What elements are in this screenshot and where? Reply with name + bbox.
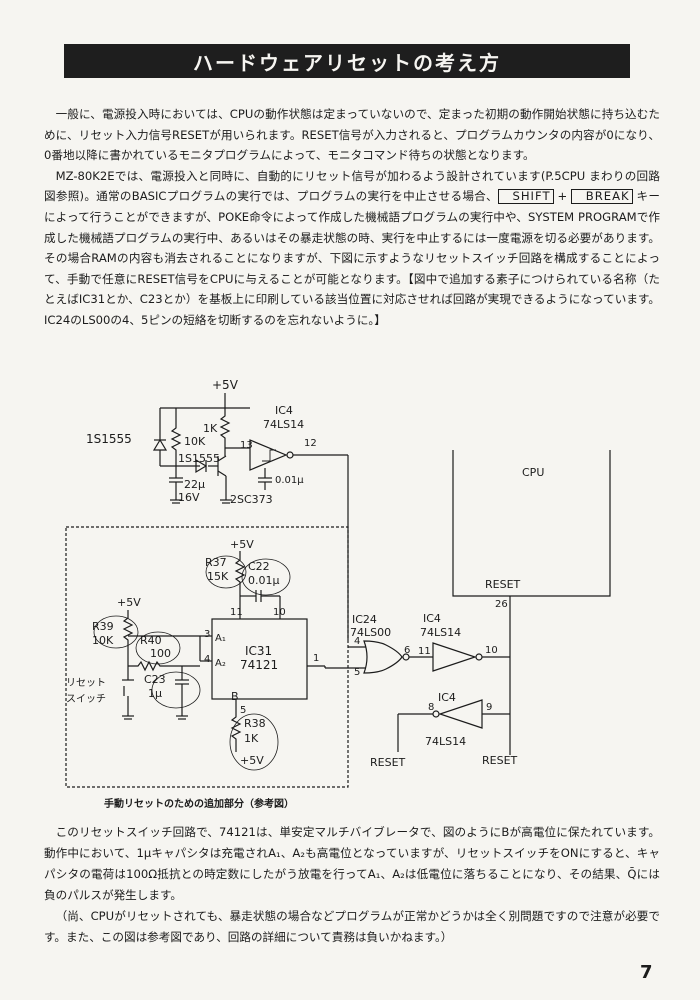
vcc-r39-label: +5V [117, 596, 141, 609]
ls14-bottom-label: 74LS14 [425, 735, 466, 748]
r38-value-label: 1K [244, 732, 259, 745]
inv-bot-pin9-label: 9 [486, 702, 492, 713]
nand-pin5-label: 5 [354, 667, 360, 678]
v16-label: 16V [178, 491, 200, 504]
break-key-label: BREAK [571, 189, 633, 205]
intro-paragraph-1: 一般に、電源投入時においては、CPUの動作状態は定まっていないので、定まった初期… [44, 107, 660, 163]
nand-pin6-label: 6 [404, 645, 410, 656]
intro-paragraph-2b: キーによって行うことができますが、POKE命令によって作成した機械語プログラムの… [44, 189, 660, 327]
switch-label-line2: スイッチ [66, 693, 106, 705]
nand-pin4-label: 4 [354, 636, 360, 647]
pin26-label: 26 [495, 599, 508, 610]
ic31-pin4-label: 4 [204, 654, 210, 665]
vcc-r37-label: +5V [230, 538, 254, 551]
a1-label: A₁ [215, 633, 226, 644]
reset-output-1-label: RESET [370, 756, 406, 769]
ic31-pin1-label: 1 [313, 653, 319, 664]
pin12-label: 12 [304, 438, 317, 449]
ls14-mid-label: 74LS14 [420, 626, 461, 639]
ls14-top-label: 74LS14 [263, 418, 304, 431]
ic31-type-label: 74121 [240, 658, 278, 672]
diagram-caption: 手動リセットのための追加部分（参考図） [104, 799, 294, 810]
c22-label: C22 [248, 560, 270, 573]
explanation-paragraph-1: このリセットスイッチ回路で、74121は、単安定マルチバイブレータで、図のように… [44, 825, 660, 902]
r40-label: R40 [140, 634, 162, 647]
switch-label-line1: リセット [66, 677, 106, 689]
ic31-label: IC31 [245, 644, 272, 658]
ic31-pin11-label: 11 [230, 607, 243, 618]
r39-value-label: 10K [92, 634, 114, 647]
inv-mid-pin11-label: 11 [418, 646, 431, 657]
ic31-pin10-label: 10 [273, 607, 286, 618]
reset-output-2-label: RESET [482, 754, 518, 767]
c23-value-label: 1μ [148, 687, 162, 700]
r40-value-label: 100 [150, 647, 171, 660]
cpu-reset-label: RESET [485, 578, 521, 591]
reset-circuit-diagram: +5V 1K IC4 74LS14 13 12 0.01μ 2SC373 1S1… [65, 378, 611, 788]
plus-sign: + [553, 189, 572, 204]
diode-1-label: 1S1555 [86, 432, 132, 446]
page-number: 7 [640, 962, 653, 983]
ic31-pin3-label: 3 [204, 629, 210, 640]
intro-text: 一般に、電源投入時においては、CPUの動作状態は定まっていないので、定まった初期… [44, 104, 660, 331]
r10k-label: 10K [184, 435, 206, 448]
cap001-label: 0.01μ [275, 475, 304, 486]
ic4-mid-label: IC4 [423, 612, 441, 625]
vcc-top-label: +5V [212, 378, 239, 392]
inv-mid-pin10-label: 10 [485, 645, 498, 656]
vcc-r38-label: +5V [240, 754, 264, 767]
b-label: B [231, 690, 239, 703]
ic24-label: IC24 [352, 613, 377, 626]
page-title: ハードウェアリセットの考え方 [64, 44, 630, 78]
transistor-label: 2SC373 [230, 493, 273, 506]
ls00-label: 74LS00 [350, 626, 391, 639]
intro-paragraph-2: MZ-80K2Eでは、電源投入と同時に、自動的にリセット信号が加わるよう設計され… [44, 166, 660, 331]
ic31-pin5-label: 5 [240, 705, 246, 716]
inv-bot-pin8-label: 8 [428, 702, 434, 713]
intro-paragraph-2a: MZ-80K2Eでは、電源投入と同時に、自動的にリセット信号が加わるよう設計され… [44, 168, 660, 204]
r38-label: R38 [244, 717, 266, 730]
explanation-paragraph-2: （尚、CPUがリセットされても、暴走状態の場合などプログラムが正常かどうかは全く… [44, 909, 660, 944]
r37-label: R37 [205, 556, 227, 569]
ic4-top-label: IC4 [275, 404, 293, 417]
cap22u-label: 22μ [184, 478, 205, 491]
a2-label: A₂ [215, 658, 226, 669]
r37-value-label: 15K [207, 570, 229, 583]
pin13-label: 13 [240, 440, 253, 451]
explanation-text: このリセットスイッチ回路で、74121は、単安定マルチバイブレータで、図のように… [44, 822, 660, 948]
ic4-bottom-label: IC4 [438, 691, 456, 704]
diode-2-label: 1S1555 [178, 452, 220, 465]
cpu-label: CPU [522, 466, 544, 479]
shift-key-label: SHIFT [497, 189, 554, 205]
r1k-top-label: 1K [203, 422, 218, 435]
c22-value-label: 0.01μ [248, 574, 280, 587]
